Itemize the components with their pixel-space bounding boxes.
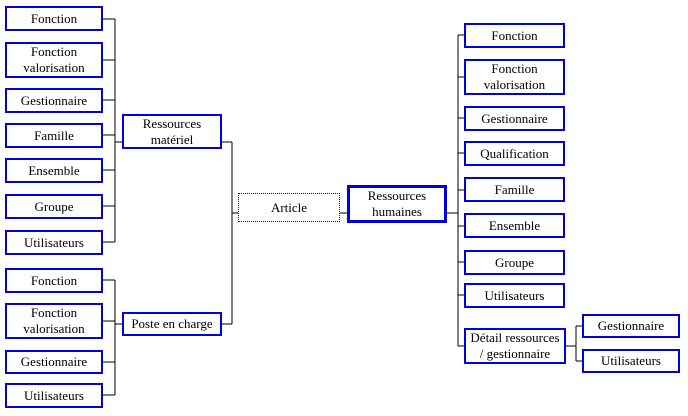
node-r-fonction-valorisation: Fonction valorisation bbox=[464, 59, 565, 95]
node-r-utilisateurs: Utilisateurs bbox=[464, 283, 565, 308]
node-lt-utilisateurs: Utilisateurs bbox=[5, 230, 103, 255]
node-r-gestionnaire: Gestionnaire bbox=[464, 106, 565, 131]
node-fr-gestionnaire: Gestionnaire bbox=[582, 314, 680, 338]
node-article: Article bbox=[238, 193, 340, 222]
node-lb-utilisateurs: Utilisateurs bbox=[5, 383, 103, 408]
node-fr-utilisateurs: Utilisateurs bbox=[582, 349, 680, 373]
node-lt-famille: Famille bbox=[5, 123, 103, 148]
node-r-qualification: Qualification bbox=[464, 141, 565, 166]
node-lt-ensemble: Ensemble bbox=[5, 158, 103, 183]
node-lt-fonction: Fonction bbox=[5, 6, 103, 31]
node-ressources-materiel: Ressources matériel bbox=[122, 114, 222, 149]
node-lt-groupe: Groupe bbox=[5, 194, 103, 219]
node-lb-fonction-valorisation: Fonction valorisation bbox=[5, 303, 103, 339]
node-lb-gestionnaire: Gestionnaire bbox=[5, 350, 103, 374]
node-r-famille: Famille bbox=[464, 177, 565, 202]
node-r-ensemble: Ensemble bbox=[464, 213, 565, 238]
node-poste-en-charge: Poste en charge bbox=[122, 312, 222, 336]
node-ressources-humaines: Ressources humaines bbox=[347, 185, 447, 223]
node-r-groupe: Groupe bbox=[464, 250, 565, 275]
node-r-fonction: Fonction bbox=[464, 23, 565, 48]
node-lb-fonction: Fonction bbox=[5, 268, 103, 293]
node-r-detail-ressources-gestionnaire: Détail ressources / gestionnaire bbox=[464, 328, 566, 364]
node-lt-fonction-valorisation: Fonction valorisation bbox=[5, 42, 103, 78]
node-lt-gestionnaire: Gestionnaire bbox=[5, 88, 103, 113]
